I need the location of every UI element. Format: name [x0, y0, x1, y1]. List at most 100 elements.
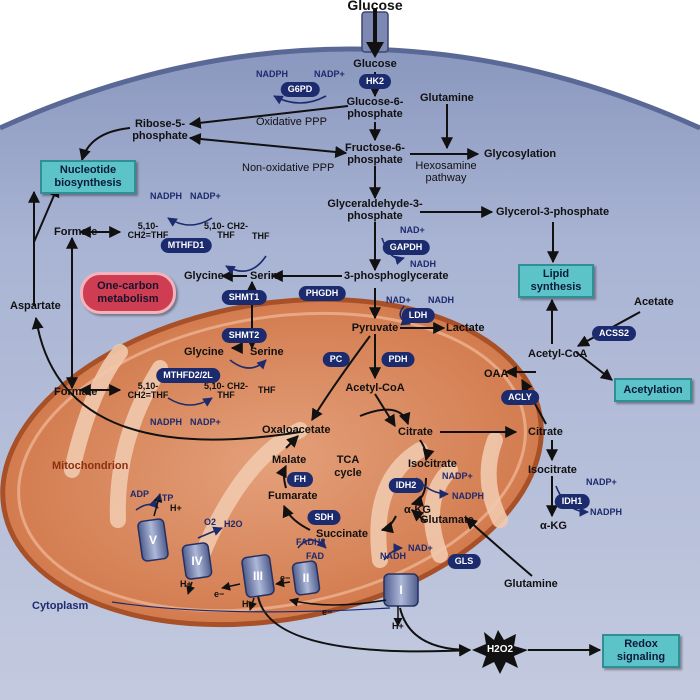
enzyme-hk2: HK2: [358, 74, 392, 89]
h2o2-label: H2O2: [486, 644, 514, 655]
enzyme-ldh: LDH: [401, 308, 435, 323]
cofactor-fad: FAD: [306, 551, 324, 561]
enzyme-g6pd: G6PD: [280, 82, 320, 97]
glycine-label: Glycine: [184, 270, 224, 282]
cofactor-nadh-gapdh: NADH: [410, 259, 436, 269]
cofactor-nadp-mthfd1: NADP+: [190, 191, 221, 201]
serine-label: Serine: [250, 270, 284, 282]
enzyme-gapdh: GAPDH: [382, 240, 430, 255]
complex-ii: II: [302, 571, 310, 585]
enzyme-sdh: SDH: [307, 510, 341, 525]
nonoxidative-ppp-label: Non-oxidative PPP: [242, 162, 335, 174]
cofactor-nadp-mthfd2: NADP+: [190, 417, 221, 427]
akg-cyto-label: α-KG: [540, 520, 567, 532]
lactate-label: Lactate: [446, 322, 485, 334]
thf-mito-label: THF: [258, 385, 276, 395]
cofactor-h2o: H2O: [224, 519, 243, 529]
glycine-mito-label: Glycine: [184, 346, 224, 358]
cofactor-nadp-idh1: NADP+: [586, 477, 617, 487]
isocitrate-mito-label: Isocitrate: [408, 458, 457, 470]
complex-iv: IV: [191, 554, 203, 568]
3pg-label: 3-phosphoglycerate: [344, 270, 449, 282]
pathway-arrows: [28, 72, 641, 657]
r5p-label: Ribose-5- phosphate: [132, 118, 188, 142]
enzyme-idh2: IDH2: [388, 478, 424, 493]
pyruvate-label: Pyruvate: [351, 322, 399, 334]
enzyme-acly: ACLY: [501, 390, 539, 405]
tca-cycle-label: TCA cycle: [334, 454, 362, 479]
cofactor-nadph-idh1: NADPH: [590, 507, 623, 517]
proton-c4: H+: [180, 579, 192, 589]
cofactor-nadh-ldh: NADH: [428, 295, 454, 305]
cofactor-fadh2: FADH2: [296, 537, 326, 547]
fumarate-label: Fumarate: [268, 490, 318, 502]
enzyme-shmt2: SHMT2: [221, 328, 267, 343]
glutamine-top-label: Glutamine: [420, 92, 474, 104]
complex-v: V: [148, 533, 158, 547]
enzyme-mthfd1: MTHFD1: [160, 238, 212, 253]
complex-iii: III: [252, 569, 264, 583]
output-redox-signaling: Redox signaling: [602, 634, 680, 668]
h2o2-burst: [472, 630, 528, 674]
glutamine-bottom-label: Glutamine: [504, 578, 558, 590]
output-acetylation: Acetylation: [614, 378, 692, 402]
glutamate-label: Glutamate: [420, 514, 474, 526]
proton-c3: H+: [242, 599, 254, 609]
output-nucleotide-biosynthesis: Nucleotide biosynthesis: [40, 160, 136, 194]
g6p-label: Glucose-6- phosphate: [346, 96, 404, 120]
cofactor-nadp-idh2: NADP+: [442, 471, 473, 481]
thf-cyto-label: THF: [252, 231, 270, 241]
enzyme-gls: GLS: [447, 554, 481, 569]
mitochondrion-label: Mitochondrion: [52, 460, 129, 472]
f6p-label: Fructose-6- phosphate: [345, 142, 405, 166]
aspartate-label: Aspartate: [10, 300, 61, 312]
oaa-label: OAA: [484, 368, 509, 380]
cofactor-nadph-idh2: NADPH: [452, 491, 485, 501]
glucose-label: Glucose: [353, 58, 397, 70]
electron-c4: e−: [214, 589, 225, 599]
cofactor-nadph-mthfd2: NADPH: [150, 417, 183, 427]
cofactor-nadh-c1: NADH: [380, 551, 406, 561]
electron-c1: e−: [322, 607, 333, 617]
cofactor-adp: ADP: [130, 489, 150, 499]
g3p-label: Glyceraldehyde-3- phosphate: [327, 198, 423, 222]
electron-c2: e−: [280, 573, 291, 583]
enzyme-acss2: ACSS2: [591, 326, 637, 341]
enzyme-pdh: PDH: [381, 352, 415, 367]
cofactor-nadp-g6pd: NADP+: [314, 69, 345, 79]
enzyme-shmt1: SHMT1: [221, 290, 267, 305]
cofactor-nad-ldh: NAD+: [386, 295, 411, 305]
proton-c5: H+: [170, 503, 182, 513]
output-lipid-synthesis: Lipid synthesis: [518, 264, 594, 298]
glycerol3p-label: Glycerol-3-phosphate: [496, 206, 610, 218]
cofactor-nadph-g6pd: NADPH: [256, 69, 289, 79]
mthf-mito-label: 5,10- CH2=THF: [127, 381, 169, 400]
acetyl-coa-cyto-label: Acetyl-CoA: [528, 348, 588, 360]
glycosylation-label: Glycosylation: [484, 148, 557, 160]
enzyme-phgdh: PHGDH: [298, 286, 346, 301]
acetate-label: Acetate: [634, 296, 674, 308]
proton-c1: H+: [392, 621, 404, 631]
cofactor-o2: O2: [204, 517, 217, 527]
isocitrate-cyto-label: Isocitrate: [528, 464, 577, 476]
mitochondrion: [0, 296, 544, 628]
cofactor-atp: ATP: [156, 493, 174, 503]
oxidative-ppp-label: Oxidative PPP: [256, 116, 327, 128]
malate-label: Malate: [272, 454, 307, 466]
one-carbon-metabolism-badge: One-carbon metabolism: [80, 272, 176, 314]
acetyl-coa-mito-label: Acetyl-CoA: [345, 382, 405, 394]
hexosamine-label: Hexosamine pathway: [415, 160, 477, 184]
complex-i: I: [399, 583, 403, 597]
oxaloacetate-label: Oxaloacetate: [262, 424, 331, 436]
cofactor-nadph-mthfd1: NADPH: [150, 191, 183, 201]
enzyme-pc: PC: [322, 352, 350, 367]
ch2thf-mito-label: 5,10- CH2-THF: [203, 381, 248, 400]
ch2thf-cyto-label: 5,10- CH2-THF: [203, 221, 248, 240]
cofactor-nad-gapdh: NAD+: [400, 225, 425, 235]
succinate-label: Succinate: [316, 528, 368, 540]
cytoplasm-label: Cytoplasm: [32, 600, 89, 612]
serine-mito-label: Serine: [250, 346, 284, 358]
mthf-cyto-label: 5,10- CH2=THF: [127, 221, 169, 240]
